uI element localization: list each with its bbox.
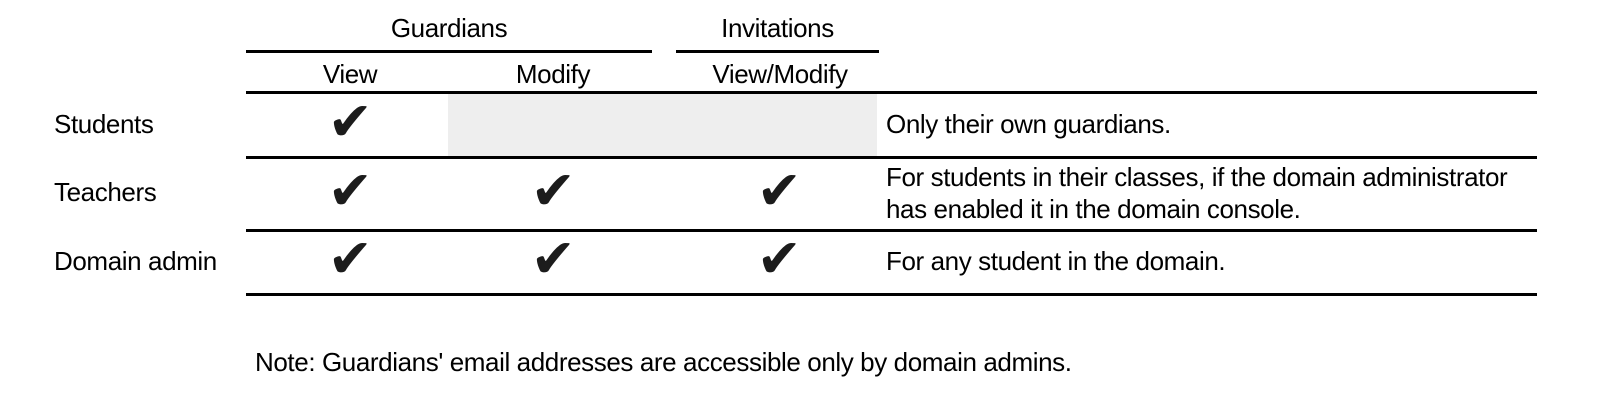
column-header-modify: Modify	[515, 58, 591, 89]
students-guardians-view-cell: ✔	[310, 92, 390, 156]
students-disabled-cells-shade	[448, 94, 877, 156]
row-label-domain-admin: Domain admin	[54, 245, 217, 276]
check-icon: ✔	[327, 158, 373, 222]
domain-admin-guardians-view-cell: ✔	[310, 229, 390, 293]
teachers-invitations-view-modify-cell: ✔	[739, 156, 819, 229]
table-rule-after-domain-admin	[246, 293, 1537, 296]
teachers-guardians-view-cell: ✔	[310, 156, 390, 229]
check-icon: ✔	[530, 158, 576, 222]
group-header-invitations: Invitations	[721, 12, 834, 43]
check-icon: ✔	[327, 227, 373, 290]
column-header-view-modify: View/Modify	[712, 58, 848, 89]
table-rule-header	[246, 91, 1537, 94]
guardians-group-underline	[246, 50, 652, 53]
students-description: Only their own guardians.	[886, 109, 1171, 139]
row-label-students: Students	[54, 108, 154, 139]
teachers-description: For students in their classes, if the do…	[886, 161, 1508, 224]
teachers-guardians-modify-cell: ✔	[513, 156, 593, 229]
footnote: Note: Guardians' email addresses are acc…	[255, 346, 1072, 377]
check-icon: ✔	[327, 90, 373, 153]
table-rule-after-students	[246, 156, 1537, 159]
check-icon: ✔	[756, 227, 802, 290]
check-icon: ✔	[530, 227, 576, 290]
table-rule-after-teachers	[246, 229, 1537, 232]
check-icon: ✔	[756, 158, 802, 222]
column-header-view: View	[322, 58, 378, 89]
invitations-group-underline	[676, 50, 879, 53]
group-header-guardians: Guardians	[390, 12, 508, 43]
domain-admin-guardians-modify-cell: ✔	[513, 229, 593, 293]
domain-admin-description: For any student in the domain.	[886, 246, 1226, 276]
domain-admin-invitations-view-modify-cell: ✔	[739, 229, 819, 293]
row-label-teachers: Teachers	[54, 177, 157, 207]
